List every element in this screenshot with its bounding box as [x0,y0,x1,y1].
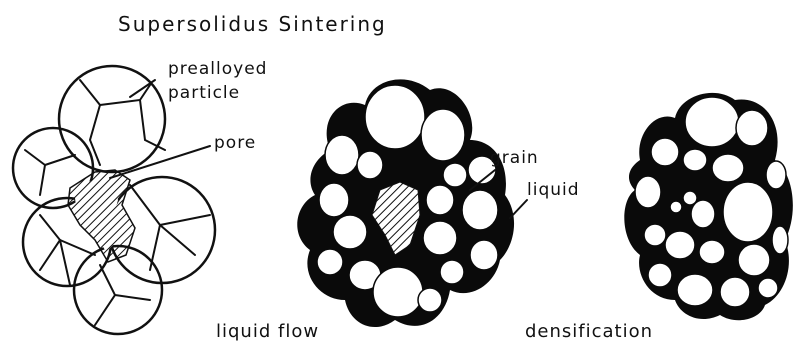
label-pore: pore [214,133,256,153]
particle-top [59,66,165,172]
stage-prealloyed-particles: prealloyed particle pore [13,59,267,334]
stage-liquid-flow: grain liquid liquid flow [216,79,580,342]
leader-liquid [510,200,527,218]
caption-liquid-flow: liquid flow [216,321,319,342]
label-prealloyed: prealloyed [168,59,267,79]
label-grain: grain [490,148,539,168]
leader-pore [110,146,210,178]
label-liquid: liquid [527,180,580,200]
stage-densification: densification [525,93,793,342]
diagram-title: Supersolidus Sintering [118,12,387,36]
caption-densification: densification [525,321,653,342]
label-particle: particle [168,83,240,103]
